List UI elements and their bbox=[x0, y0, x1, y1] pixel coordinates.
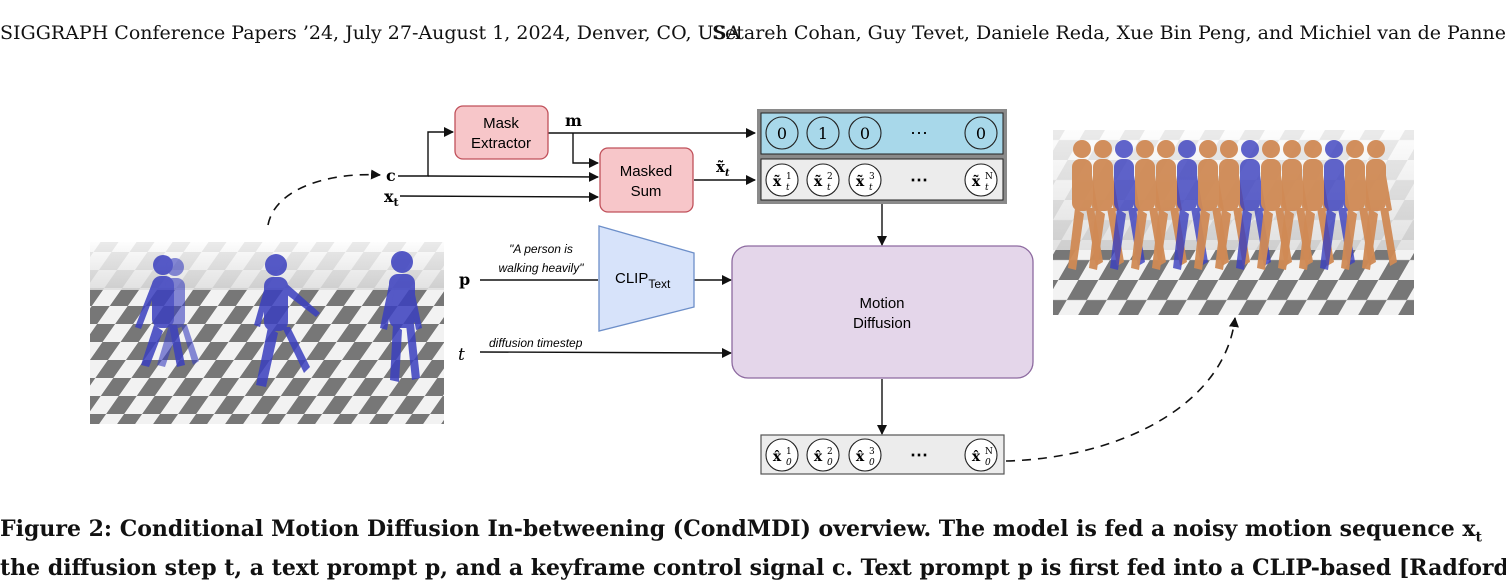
noisy-token-sub: t bbox=[827, 183, 831, 193]
noisy-token-sup: 3 bbox=[869, 172, 875, 182]
output-token-label: x̂ bbox=[814, 449, 823, 465]
clip-text-encoder: CLIPText bbox=[598, 225, 695, 332]
output-token-sub: 0 bbox=[985, 458, 991, 468]
output-token-label: x̂ bbox=[773, 449, 782, 465]
running-header-left: SIGGRAPH Conference Papers ’24, July 27-… bbox=[0, 22, 741, 44]
timestep-label: diffusion timestep bbox=[489, 336, 583, 350]
noisy-token-circle bbox=[964, 163, 998, 197]
output-token-sub: 0 bbox=[869, 458, 875, 468]
noisy-token-sup: 1 bbox=[786, 172, 792, 182]
dashed-arc-input bbox=[267, 169, 381, 226]
noisy-token-sub: t bbox=[985, 183, 989, 193]
noisy-token-label: x̃ bbox=[814, 173, 823, 190]
running-header-right: Setareh Cohan, Guy Tevet, Daniele Reda, … bbox=[712, 22, 1506, 44]
crowd-figures bbox=[1068, 140, 1397, 270]
mask-token-value: 0 bbox=[777, 124, 787, 143]
figure-caption: Figure 2: Conditional Motion Diffusion I… bbox=[0, 514, 1506, 584]
output-token-sup: 1 bbox=[786, 447, 792, 457]
mask-token-circle bbox=[806, 116, 840, 150]
noisy-token-circle bbox=[765, 163, 799, 197]
mask-token-value: 0 bbox=[976, 124, 986, 143]
mask-token-circle bbox=[964, 116, 998, 150]
mask-token-circle bbox=[765, 116, 799, 150]
noisy-token-circle bbox=[806, 163, 840, 197]
output-token-label: ⋯ bbox=[910, 445, 928, 466]
crowd-character bbox=[1131, 140, 1166, 270]
output-token-sub: 0 bbox=[786, 458, 792, 468]
output-token-sup: 3 bbox=[869, 447, 875, 457]
xt-tilde-label: x̃t bbox=[716, 158, 730, 179]
input-x-label: xt bbox=[384, 187, 400, 209]
input-p-label: p bbox=[459, 270, 470, 289]
motion-diffusion-line1: Motion bbox=[859, 295, 904, 312]
mask-token-value: 1 bbox=[818, 124, 828, 143]
noisy-token-label: x̃ bbox=[856, 173, 865, 190]
output-token-sup: 2 bbox=[827, 447, 833, 457]
input-c-label: c bbox=[386, 166, 396, 185]
caption-line-1: Figure 2: Conditional Motion Diffusion I… bbox=[0, 516, 1483, 546]
mask-row: 0 1 0 ⋯ 0 bbox=[765, 116, 998, 150]
prompt-text-line2: walking heavily" bbox=[499, 261, 585, 275]
noisy-token-label: x̃ bbox=[972, 173, 981, 190]
mask-m-label: m bbox=[565, 111, 582, 130]
masked-sum-line1: Masked bbox=[620, 163, 673, 180]
output-token-circle bbox=[964, 438, 998, 472]
blue-character-figures bbox=[135, 251, 422, 387]
noisy-token-circle bbox=[848, 163, 882, 197]
crowd-character bbox=[1362, 140, 1397, 270]
input-motion-render bbox=[90, 242, 444, 424]
output-token-circle bbox=[848, 438, 882, 472]
dashed-arc-output bbox=[1005, 317, 1239, 462]
mask-extractor-block: Mask Extractor bbox=[454, 105, 549, 160]
noisy-token-label: x̃ bbox=[773, 173, 782, 190]
output-token-circle bbox=[765, 438, 799, 472]
connector-lines bbox=[398, 127, 887, 435]
masked-sum-line2: Sum bbox=[631, 183, 662, 200]
masked-sum-block: Masked Sum bbox=[599, 147, 694, 213]
mask-extractor-line2: Extractor bbox=[471, 135, 531, 152]
output-token-label: x̂ bbox=[972, 449, 981, 465]
output-token-circle bbox=[806, 438, 840, 472]
mask-token-circle bbox=[848, 116, 882, 150]
noisy-token-sub: t bbox=[786, 183, 790, 193]
input-t-label: t bbox=[458, 345, 465, 365]
noisy-token-sup: 2 bbox=[827, 172, 833, 182]
overview-figure: c xt p t Mask Extractor m Masked Sum x̃t… bbox=[90, 105, 1414, 475]
noisy-token-sub: t bbox=[869, 183, 873, 193]
mask-extractor-line1: Mask bbox=[483, 115, 519, 132]
output-token-sup: N bbox=[985, 447, 993, 457]
motion-diffusion-line2: Diffusion bbox=[853, 315, 911, 332]
mask-token-value: ⋯ bbox=[910, 123, 928, 144]
output-token-sub: 0 bbox=[827, 458, 833, 468]
noisy-token-sup: N bbox=[985, 172, 993, 182]
mask-token-value: 0 bbox=[860, 124, 870, 143]
motion-diffusion-block: Motion Diffusion bbox=[731, 245, 1034, 379]
noisy-token-label: ⋯ bbox=[910, 170, 928, 191]
prompt-text-line1: "A person is bbox=[509, 242, 573, 256]
clip-label: CLIPText bbox=[615, 270, 671, 291]
output-motion-render bbox=[1053, 130, 1414, 315]
output-token-label: x̂ bbox=[856, 449, 865, 465]
